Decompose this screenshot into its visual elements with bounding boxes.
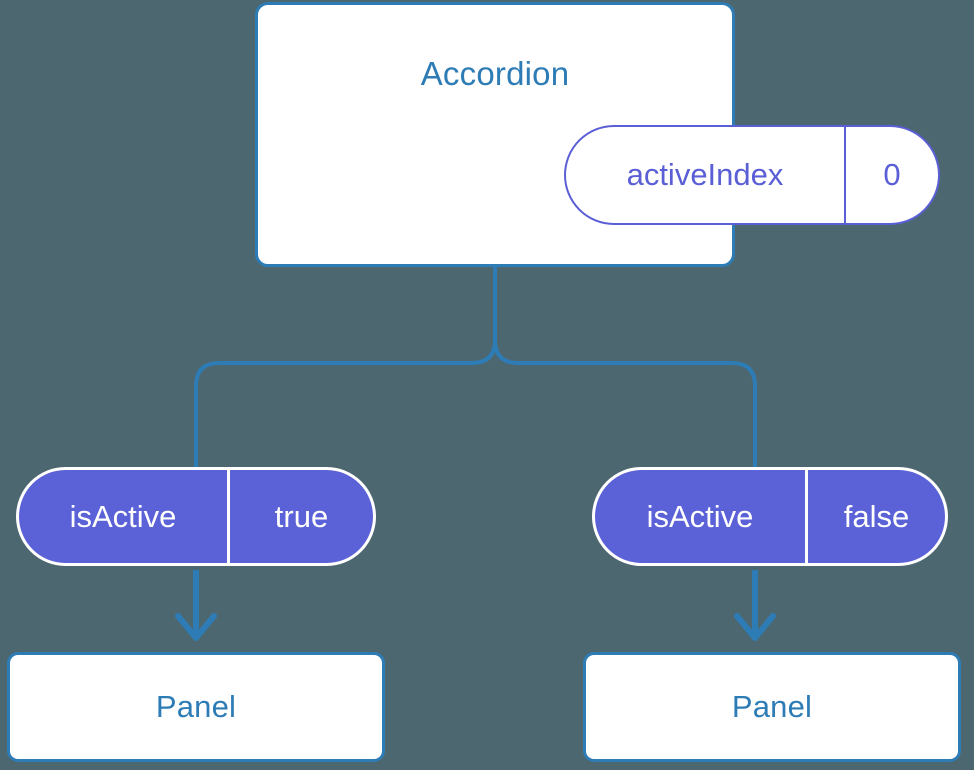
panel-component-title-right: Panel: [731, 689, 813, 724]
prop-pill-active-index[interactable]: activeIndex 0: [564, 125, 940, 225]
prop-key-is-active-right: isActive: [595, 470, 808, 563]
prop-key-is-active-left: isActive: [19, 470, 230, 563]
panel-component-node-right[interactable]: Panel: [583, 652, 961, 762]
prop-pill-is-active-false[interactable]: isActive false: [592, 467, 948, 566]
prop-key-active-index: activeIndex: [566, 127, 846, 223]
down-arrow-icon-right: [734, 570, 776, 641]
prop-pill-is-active-true[interactable]: isActive true: [16, 467, 376, 566]
panel-component-node-left[interactable]: Panel: [7, 652, 385, 762]
accordion-component-title: Accordion: [420, 55, 570, 92]
tree-connector-edge: [194, 265, 757, 469]
accordion-component-node[interactable]: Accordion activeIndex 0: [255, 2, 940, 267]
down-arrow-icon-left: [175, 570, 217, 641]
prop-value-is-active-left: true: [274, 498, 329, 534]
prop-value-active-index: 0: [883, 157, 901, 192]
prop-value-is-active-right: false: [843, 498, 910, 534]
panel-component-title-left: Panel: [155, 689, 237, 724]
